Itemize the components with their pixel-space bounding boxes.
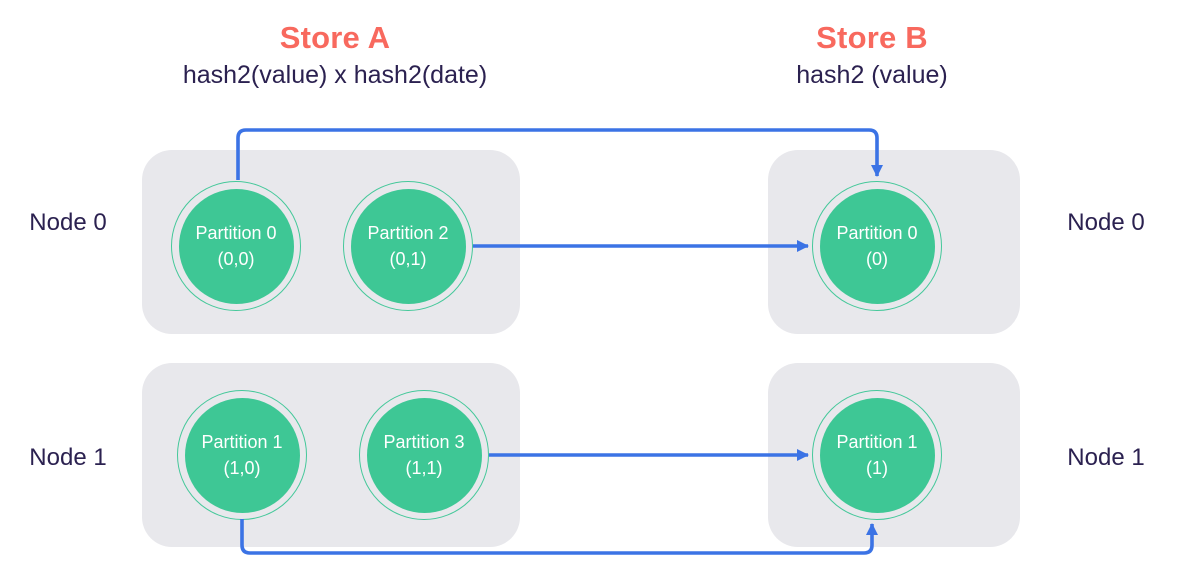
partition-circle: Partition 1 (1) [819,397,935,513]
store-b-hash-formula: hash2 (value) [796,61,948,89]
store-b-node-1-label: Node 1 [1067,444,1145,471]
store-a-hash-formula: hash2(value) x hash2(date) [182,61,488,89]
partition-index: (0,1) [389,249,427,269]
store-a-partition-0: Partition 0 (0,0) [171,181,301,311]
partition-circle: Partition 1 (1,0) [184,397,300,513]
partition-index: (1,0) [223,458,261,478]
partition-index: (0) [866,249,888,269]
store-a-node-0-label: Node 0 [29,209,107,236]
partition-index: (0,0) [217,249,255,269]
partition-name: Partition 1 [836,431,918,452]
partition-name: Partition 0 [195,222,277,243]
partition-circle: Partition 0 (0) [819,188,935,304]
store-a-partition-1: Partition 1 (1,0) [177,390,307,520]
store-a-title: Store A [279,20,391,55]
store-a-partition-3: Partition 3 (1,1) [359,390,489,520]
partition-name: Partition 3 [383,431,465,452]
store-a-partition-2: Partition 2 (0,1) [343,181,473,311]
store-b-node-0-label: Node 0 [1067,209,1145,236]
partition-index: (1) [866,458,888,478]
partition-circle: Partition 0 (0,0) [178,188,294,304]
store-b-header: Store B hash2 (value) [722,20,1022,90]
store-b-partition-1: Partition 1 (1) [812,390,942,520]
partition-name: Partition 1 [201,431,283,452]
store-a-node-1-label: Node 1 [29,444,107,471]
partition-circle: Partition 2 (0,1) [350,188,466,304]
partition-name: Partition 2 [367,222,449,243]
store-b-title: Store B [816,20,928,55]
partition-circle: Partition 3 (1,1) [366,397,482,513]
partition-index: (1,1) [405,458,443,478]
store-b-partition-0: Partition 0 (0) [812,181,942,311]
partition-name: Partition 0 [836,222,918,243]
store-a-header: Store A hash2(value) x hash2(date) [136,20,534,90]
